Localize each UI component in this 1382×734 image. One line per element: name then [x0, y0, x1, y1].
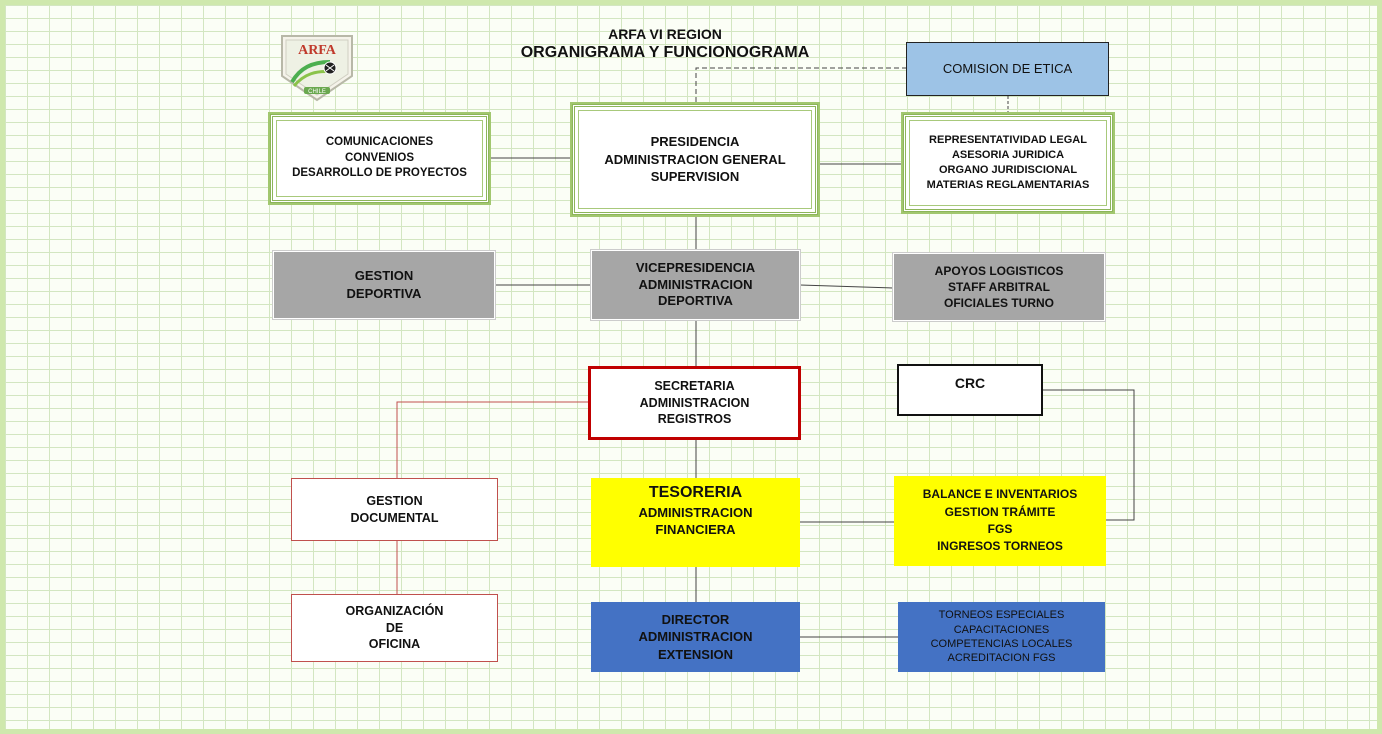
box-line: ADMINISTRACION	[638, 276, 753, 292]
box-comunicaciones: COMUNICACIONES CONVENIOS DESARROLLO DE P…	[270, 114, 489, 203]
box-line: GESTION	[354, 268, 414, 284]
box-line: VICEPRESIDENCIA	[635, 259, 756, 275]
box-representatividad-legal: REPRESENTATIVIDAD LEGAL ASESORIA JURIDIC…	[903, 114, 1113, 212]
box-line: COMPETENCIAS LOCALES	[930, 638, 1073, 650]
box-line: DIRECTOR	[661, 611, 730, 627]
box-line: OFICIALES TURNO	[944, 296, 1054, 311]
box-gestion-deportiva: GESTION DEPORTIVA	[273, 251, 495, 319]
box-torneos-especiales: TORNEOS ESPECIALES CAPACITACIONES COMPET…	[898, 602, 1105, 672]
box-line: ASESORIA JURIDICA	[951, 149, 1065, 162]
box-line: DE	[385, 620, 404, 635]
box-line: ADMINISTRACION	[638, 504, 753, 520]
box-line: FINANCIERA	[655, 522, 736, 538]
box-gestion-documental: GESTION DOCUMENTAL	[291, 478, 498, 541]
box-line: COMISION DE ETICA	[942, 61, 1073, 77]
box-line: ORGANO JURIDISCIONAL	[938, 164, 1078, 176]
box-line: CRC	[954, 375, 986, 391]
box-crc: CRC	[897, 364, 1043, 416]
arfa-logo: ARFA CHILE	[278, 32, 356, 102]
box-line: EXTENSION	[657, 646, 734, 662]
logo-subtitle: CHILE	[308, 89, 326, 95]
box-line: CAPACITACIONES	[953, 623, 1050, 636]
box-balance-inventarios: BALANCE E INVENTARIOS GESTION TRÁMITE FG…	[894, 476, 1106, 566]
box-line: APOYOS LOGISTICOS	[934, 263, 1064, 278]
box-vicepresidencia: VICEPRESIDENCIA ADMINISTRACION DEPORTIVA	[591, 250, 800, 320]
box-organizacion-oficina: ORGANIZACIÓN DE OFICINA	[291, 594, 498, 662]
box-secretaria: SECRETARIA ADMINISTRACION REGISTROS	[588, 366, 801, 440]
box-line: MATERIAS REGLAMENTARIAS	[926, 178, 1090, 191]
box-presidencia: PRESIDENCIA ADMINISTRACION GENERAL SUPER…	[572, 104, 818, 215]
box-line: STAFF ARBITRAL	[948, 279, 1050, 294]
box-line: GESTION TRÁMITE	[944, 504, 1056, 519]
box-line: DOCUMENTAL	[350, 510, 439, 525]
box-title-line: TESORERIA	[648, 484, 743, 501]
box-line: PRESIDENCIA	[650, 134, 740, 150]
box-line: FGS	[987, 522, 1013, 536]
box-line: SUPERVISION	[650, 169, 740, 185]
box-line: REPRESENTATIVIDAD LEGAL	[929, 134, 1087, 147]
box-apoyos-logisticos: APOYOS LOGISTICOS STAFF ARBITRAL OFICIAL…	[893, 253, 1105, 321]
box-line: TORNEOS ESPECIALES	[938, 609, 1065, 622]
logo-text: ARFA	[298, 43, 337, 58]
box-line: COMUNICACIONES	[325, 136, 434, 149]
box-line: DEPORTIVA	[658, 293, 733, 309]
title-region: ARFA VI REGION	[608, 26, 722, 42]
box-line: ORGANIZACIÓN	[345, 603, 444, 618]
box-line: REGISTROS	[657, 412, 732, 427]
box-tesoreria: TESORERIA ADMINISTRACION FINANCIERA	[591, 478, 800, 567]
box-line: DEPORTIVA	[346, 286, 422, 301]
box-line: ADMINISTRACION	[639, 395, 750, 410]
title-organigrama: ORGANIGRAMA Y FUNCIONOGRAMA	[520, 44, 810, 61]
box-line: ADMINISTRACION GENERAL	[604, 151, 786, 167]
box-line: OFICINA	[368, 637, 421, 652]
box-line: BALANCE E INVENTARIOS	[922, 487, 1078, 502]
box-line: INGRESOS TORNEOS	[937, 539, 1063, 554]
box-line: GESTION	[366, 493, 423, 508]
box-director: DIRECTOR ADMINISTRACION EXTENSION	[591, 602, 800, 672]
box-line: SECRETARIA	[654, 378, 735, 393]
box-comision-etica: COMISION DE ETICA	[906, 42, 1109, 96]
box-line: CONVENIOS	[344, 151, 414, 164]
box-line: ADMINISTRACION	[638, 629, 753, 645]
box-line: ACREDITACION FGS	[947, 652, 1056, 665]
box-line: DESARROLLO DE PROYECTOS	[292, 167, 467, 180]
